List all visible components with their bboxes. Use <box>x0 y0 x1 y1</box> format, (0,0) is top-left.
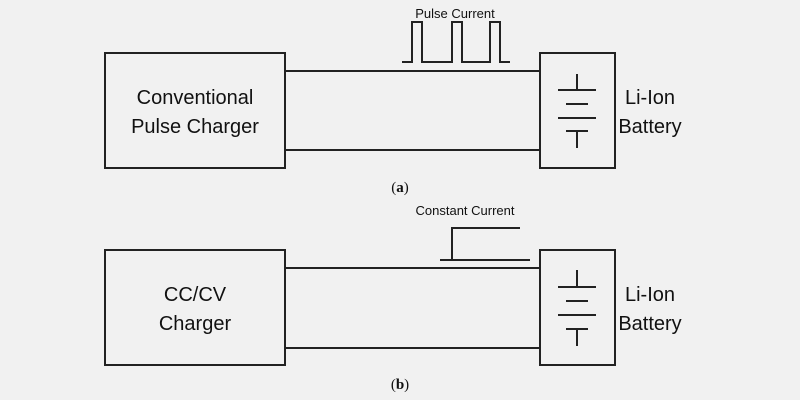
battery-label-a-line2: Battery <box>618 116 681 138</box>
battery-symbol-icon <box>558 74 596 148</box>
constant-current-label: Constant Current <box>416 203 515 218</box>
battery-box-a <box>539 52 616 169</box>
constant-current-waveform <box>440 227 520 261</box>
battery-box-b <box>539 249 616 366</box>
cccv-charger-label-line1: CC/CV <box>164 284 227 306</box>
pulse-charger-label-line1: Conventional <box>137 87 254 109</box>
panel-b: CC/CV Charger Constant Current Li-Ion Ba… <box>104 203 682 393</box>
caption-b: (b) <box>391 377 409 393</box>
pulse-charger-label-line2: Pulse Charger <box>131 116 259 138</box>
pulse-waveform <box>402 21 510 63</box>
battery-label-a-line1: Li-Ion <box>625 87 675 109</box>
cccv-charger-box <box>104 249 286 366</box>
cccv-charger-label-line2: Charger <box>159 313 232 335</box>
battery-label-b-line2: Battery <box>618 313 681 335</box>
caption-a: (a) <box>391 180 409 196</box>
pulse-current-label: Pulse Current <box>415 6 495 21</box>
panel-a: Conventional Pulse Charger Pulse Current… <box>104 6 682 196</box>
battery-label-b-line1: Li-Ion <box>625 284 675 306</box>
pulse-charger-box <box>104 52 286 169</box>
battery-symbol-icon <box>558 270 596 346</box>
